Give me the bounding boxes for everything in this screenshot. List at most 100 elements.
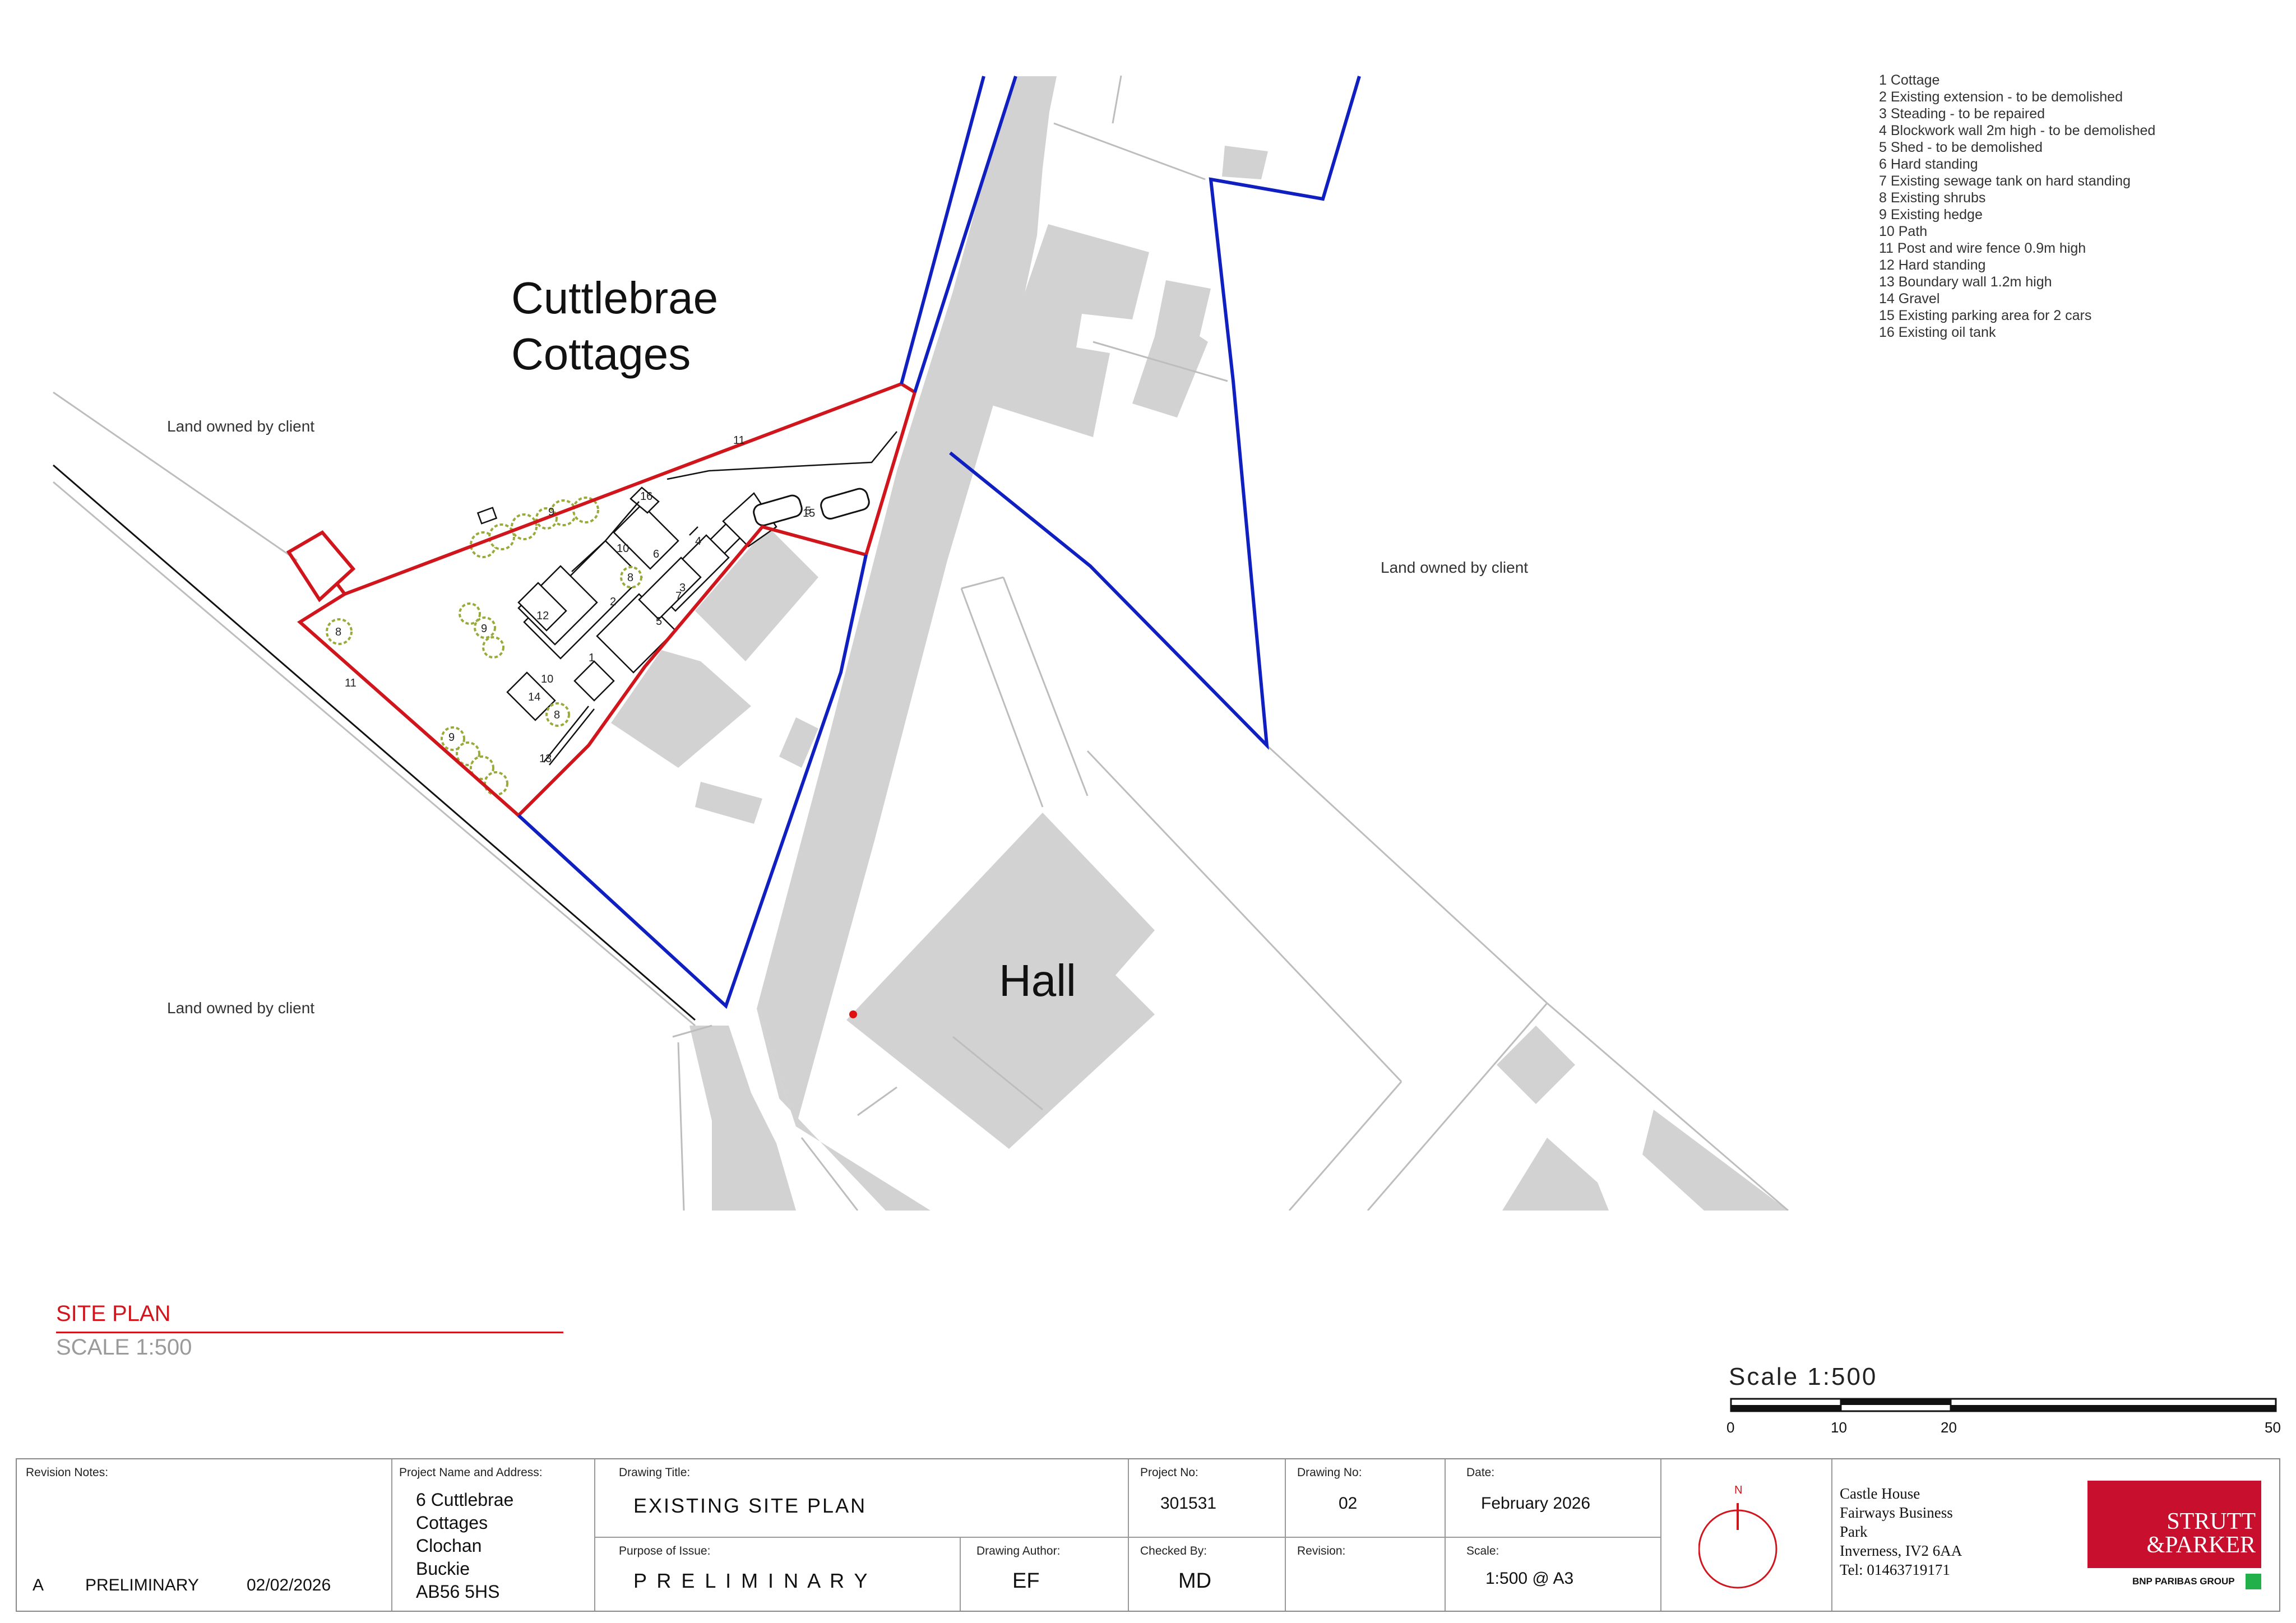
plan-label: 6	[653, 548, 659, 560]
office-line: Tel: 01463719171	[1840, 1561, 1950, 1578]
plan-label: 10	[541, 673, 553, 685]
date-label: Date:	[1466, 1466, 1495, 1479]
scale-value: 1:500 @ A3	[1485, 1569, 1574, 1588]
building	[1132, 280, 1211, 418]
site-boundary	[286, 382, 917, 818]
site-plan-title: SITE PLAN	[56, 1301, 171, 1326]
revision-status: PRELIMINARY	[85, 1576, 199, 1594]
scalebar-tick: 0	[1726, 1419, 1735, 1436]
logo-subtitle: BNP PARIBAS GROUP	[2132, 1576, 2235, 1587]
plan-label: 3	[679, 582, 686, 594]
parked-cars	[753, 488, 870, 527]
road	[757, 76, 1057, 1126]
plan-label: 9	[548, 506, 554, 518]
hall-building	[846, 813, 1155, 1149]
plan-label: 8	[554, 709, 560, 721]
hall-title: Hall	[999, 956, 1076, 1005]
north-arrow-icon	[1698, 1503, 1777, 1589]
author-label: Drawing Author:	[976, 1545, 1061, 1557]
scalebar	[1730, 1398, 2277, 1412]
author-value: EF	[1012, 1569, 1040, 1593]
project-no-label: Project No:	[1140, 1466, 1198, 1479]
legend-item: 11 Post and wire fence 0.9m high	[1879, 240, 2086, 256]
purpose-label: Purpose of Issue:	[619, 1545, 711, 1557]
bnp-star-icon	[2246, 1574, 2261, 1589]
plan-label: 11	[733, 434, 745, 447]
drawing-title-label: Drawing Title:	[619, 1466, 691, 1479]
plan-label: 11	[345, 677, 357, 689]
building	[695, 527, 818, 661]
building	[611, 650, 751, 768]
legend-item: 3 Steading - to be repaired	[1879, 106, 2045, 122]
building	[1642, 1110, 1788, 1211]
logo-text-line: &PARKER	[2146, 1532, 2256, 1558]
revision-date: 02/02/2026	[247, 1576, 331, 1594]
legend-item: 8 Existing shrubs	[1879, 190, 1986, 206]
project-no-value: 301531	[1160, 1494, 1217, 1513]
drawing-no-label: Drawing No:	[1297, 1466, 1362, 1479]
north-cell	[1661, 1459, 1832, 1611]
plan-label: 5	[656, 615, 662, 628]
scalebar-tick: 10	[1831, 1419, 1847, 1436]
building	[1222, 146, 1268, 179]
site-map: 1 2 3 4 5 5 6 7 8 8 8 9 9 9 10 10 11 11 …	[53, 75, 1789, 1211]
cottage-outlines	[506, 486, 777, 721]
office-line: Castle House	[1840, 1485, 1920, 1502]
address-line: 6 Cuttlebrae	[416, 1490, 514, 1510]
title-block: Revision Notes: A PRELIMINARY 02/02/2026…	[16, 1458, 2280, 1612]
legend-item: 10 Path	[1879, 224, 1928, 239]
address-line: Clochan	[416, 1536, 482, 1556]
plan-label: 9	[481, 623, 487, 635]
legend-item: 6 Hard standing	[1879, 156, 1978, 172]
logo-text-line: STRUTT	[2167, 1509, 2256, 1534]
checked-label: Checked By:	[1140, 1545, 1207, 1557]
legend-item: 2 Existing extension - to be demolished	[1879, 89, 2123, 105]
legend-item: 4 Blockwork wall 2m high - to be demolis…	[1879, 123, 2156, 138]
building	[1497, 1026, 1575, 1104]
address-line: AB56 5HS	[416, 1582, 500, 1602]
cottages-title: Cuttlebrae Cottages	[511, 270, 718, 382]
plan-legend: 1 Cottage 2 Existing extension - to be d…	[1879, 72, 2155, 341]
cottages-title-line2: Cottages	[511, 329, 691, 379]
legend-item: 15 Existing parking area for 2 cars	[1879, 308, 2092, 323]
building	[695, 782, 762, 824]
revision-code: A	[33, 1576, 44, 1594]
revision-notes-label: Revision Notes:	[26, 1466, 109, 1479]
cottages-title-line1: Cuttlebrae	[511, 273, 719, 323]
marker-dot	[849, 1010, 857, 1018]
site-plan-scale: SCALE 1:500	[56, 1335, 192, 1360]
legend-item: 7 Existing sewage tank on hard standing	[1879, 173, 2131, 189]
legend-item: 13 Boundary wall 1.2m high	[1879, 274, 2052, 290]
legend-item: 1 Cottage	[1879, 72, 1940, 88]
plan-label: 7	[675, 590, 682, 602]
legend-item: 12 Hard standing	[1879, 257, 1986, 273]
land-label: Land owned by client	[1381, 559, 1529, 576]
address-line: Cottages	[416, 1513, 488, 1533]
legend-item: 16 Existing oil tank	[1879, 324, 1996, 340]
office-address: Castle House Fairways Business Park Inve…	[1840, 1484, 1962, 1579]
project-address: 6 Cuttlebrae Cottages Clochan Buckie AB5…	[416, 1488, 513, 1603]
context-lines	[53, 75, 1789, 1211]
plan-label: 12	[536, 610, 549, 622]
scalebar-tick: 20	[1941, 1419, 1957, 1436]
ownership-boundary	[517, 76, 1361, 1009]
building	[987, 224, 1149, 437]
land-label: Land owned by client	[167, 999, 315, 1017]
legend-item: 14 Gravel	[1879, 291, 1940, 307]
plan-label: 2	[610, 596, 616, 608]
land-label: Land owned by client	[167, 418, 315, 435]
purpose-value: P R E L I M I N A R Y	[633, 1569, 870, 1592]
plan-label: 8	[335, 626, 341, 638]
scale-label: Scale:	[1466, 1545, 1499, 1557]
address-line: Buckie	[416, 1559, 470, 1579]
plan-label: 10	[617, 542, 629, 555]
revision-label: Revision:	[1297, 1545, 1346, 1557]
author-cell	[961, 1538, 1129, 1611]
office-line: Inverness, IV2 6AA	[1840, 1542, 1962, 1559]
plan-label: 4	[695, 535, 701, 548]
existing-buildings	[611, 76, 1788, 1211]
plan-label: 5	[805, 505, 811, 517]
drawing-no-cell	[1286, 1459, 1446, 1611]
date-value: February 2026	[1481, 1494, 1591, 1513]
plan-label: 15	[803, 507, 815, 520]
